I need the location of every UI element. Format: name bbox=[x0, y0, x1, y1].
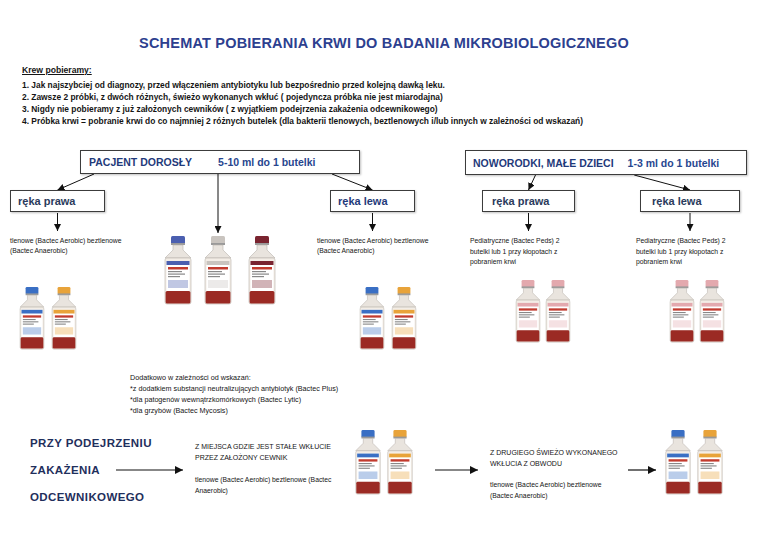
arrow bbox=[690, 213, 691, 231]
anaerobic-bottle bbox=[388, 430, 413, 494]
aerobic-bottle bbox=[360, 287, 384, 349]
group-box: NOWORODKI, MAŁE DZIECI 1-3 ml do 1 butelk… bbox=[465, 150, 747, 175]
arrow bbox=[435, 469, 478, 470]
peds-bottle bbox=[670, 280, 694, 342]
box-heading: ręka prawa bbox=[492, 195, 549, 207]
process-box: ręka prawa bbox=[10, 190, 105, 212]
list-item: 2. Zawsze 2 próbki, z dwóch różnych, świ… bbox=[22, 92, 762, 103]
note-text: Z DRUGIEGO ŚWIEŻO WYKONANEGO WKŁUCIA Z O… bbox=[490, 447, 624, 469]
aerobic-bottle bbox=[20, 287, 44, 349]
note-text: tlenowe (Bactec Aerobic) beztlenowe (Bac… bbox=[490, 480, 624, 502]
box-heading: ręka lewa bbox=[338, 195, 388, 207]
arrow bbox=[57, 213, 58, 231]
mycosis-bottle bbox=[249, 236, 275, 304]
process-box: ręka lewa bbox=[640, 190, 740, 212]
anaerobic-bottle bbox=[698, 430, 723, 494]
connector-arrow bbox=[58, 174, 95, 190]
note-text: Z MIEJSCA GDZIE JEST STAŁE WKŁUCIE PRZEZ… bbox=[195, 441, 347, 463]
box-heading: ręka lewa bbox=[652, 195, 702, 207]
connector-arrow bbox=[529, 175, 536, 190]
process-box: ręka lewa bbox=[330, 190, 415, 212]
anaerobic-bottle bbox=[52, 287, 76, 349]
peds-bottle bbox=[700, 280, 724, 342]
note-text: *dla patogenów wewnątrzkomórkowych (Bact… bbox=[130, 395, 301, 404]
note-text: tlenowe (Bactec Aerobic) beztlenowe (Bac… bbox=[10, 236, 122, 256]
peds-bottle bbox=[516, 280, 540, 342]
box-heading: PACJENT DOROSŁY bbox=[89, 156, 192, 168]
plus-bottle bbox=[165, 236, 191, 304]
box-heading: ręka prawa bbox=[18, 195, 75, 207]
box-heading: NOWORODKI, MAŁE DZIECI bbox=[473, 157, 614, 169]
lytic-bottle bbox=[205, 236, 231, 304]
diagram-title: SCHEMAT POBIERANIA KRWI DO BADANIA MIKRO… bbox=[0, 35, 768, 51]
note-text: Pediatryczne (Bactec Peds) 2 butelki lub… bbox=[470, 236, 572, 268]
aerobic-bottle bbox=[356, 430, 381, 494]
aerobic-bottle bbox=[666, 430, 691, 494]
list-item: 3. Nigdy nie pobieramy z już założonych … bbox=[22, 104, 762, 115]
arrow bbox=[528, 213, 529, 231]
anaerobic-bottle bbox=[392, 287, 416, 349]
note-text: tlenowe (Bactec Aerobic) beztlenowe (Bac… bbox=[317, 236, 429, 256]
box-text: 5-10 ml do 1 butelki bbox=[218, 156, 315, 168]
connector-arrow bbox=[332, 174, 373, 190]
arrow bbox=[218, 174, 219, 233]
note-text: Dodatkowo w zależności od wskazań: bbox=[130, 373, 251, 382]
arrow bbox=[628, 469, 656, 470]
peds-bottle bbox=[546, 280, 570, 342]
arrow bbox=[116, 469, 183, 470]
note-text: tlenowe (Bactec Aerobic) beztlenowe (Bac… bbox=[195, 475, 335, 497]
connector-arrow bbox=[634, 175, 690, 190]
note-text: *dla grzybów (Bactec Mycosis) bbox=[130, 406, 228, 415]
note-text: Pediatryczne (Bactec Peds) 2 butelki lub… bbox=[636, 236, 738, 268]
process-box: ręka prawa bbox=[482, 190, 575, 212]
list-item: 1. Jak najszybciej od diagnozy, przed wł… bbox=[22, 80, 762, 91]
arrow bbox=[372, 213, 373, 231]
list-heading: Krew pobieramy: bbox=[22, 65, 92, 76]
note-text: *z dodatkiem substancji neutralizujących… bbox=[130, 384, 338, 393]
box-text: 1-3 ml do 1 butelki bbox=[628, 157, 720, 169]
section-heading: PRZY PODEJRZENIU ZAKAŻENIA ODCEWNIKOWEGO bbox=[30, 430, 190, 511]
list-item: 4. Próbka krwi = pobranie krwi do co naj… bbox=[22, 116, 762, 127]
group-box: PACJENT DOROSŁY 5-10 ml do 1 butelki bbox=[80, 150, 360, 174]
